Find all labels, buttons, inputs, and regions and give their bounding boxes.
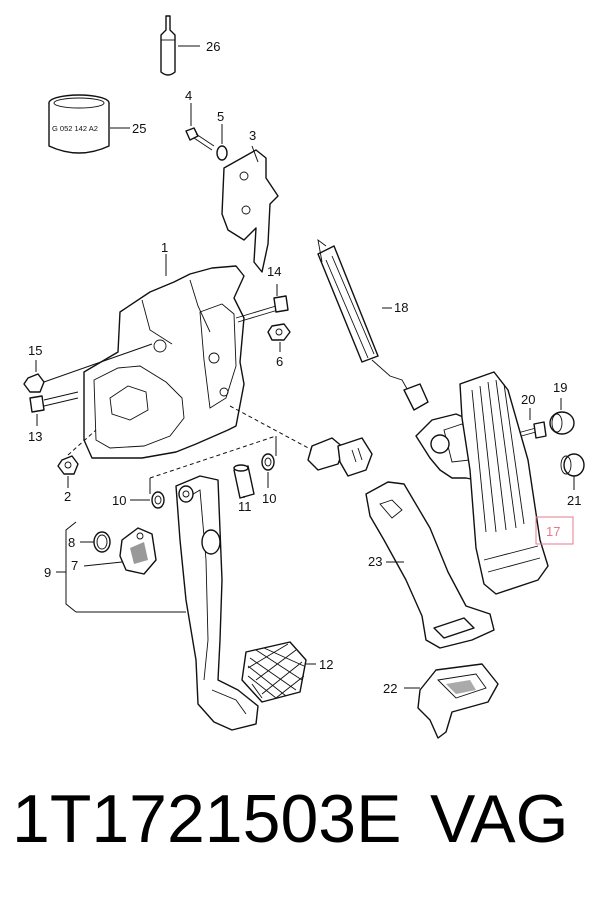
callout-22: 22 (383, 681, 397, 696)
callout-15: 15 (28, 343, 42, 358)
callout-20: 20 (521, 392, 535, 407)
part-2-nut (57, 455, 79, 488)
brake-pedal-arm (175, 475, 259, 731)
part-17-accelerator-pedal (415, 371, 549, 595)
part-19-cap (549, 398, 575, 435)
callout-18: 18 (394, 300, 408, 315)
part-5-washer (216, 124, 228, 161)
callout-25: 25 (132, 121, 146, 136)
part-15-nut (23, 343, 153, 393)
part-10-bushing-right (261, 453, 275, 488)
part-4-bolt (185, 103, 215, 151)
callout-2: 2 (64, 489, 71, 504)
callout-6: 6 (276, 354, 283, 369)
part-8-seal-ring (80, 531, 111, 553)
callout-5: 5 (217, 109, 224, 124)
callout-3: 3 (249, 128, 256, 143)
callout-8: 8 (68, 535, 75, 550)
part-18-sensor (317, 238, 429, 411)
callout-10-right: 10 (262, 491, 276, 506)
part-3-bracket (221, 145, 279, 273)
leader-lines (67, 405, 313, 494)
part-12-brake-pedal-pad (241, 641, 316, 703)
part-21-nut (560, 453, 585, 490)
callout-1: 1 (161, 240, 168, 255)
sealant-label: G 052 142 A2 (52, 124, 98, 133)
part-25-sealant-tube: G 052 142 A2 (48, 94, 130, 154)
part-6-nut (267, 323, 291, 352)
callout-13: 13 (28, 429, 42, 444)
callout-11: 11 (238, 499, 252, 514)
part-23-pedal-stop (365, 481, 495, 649)
part-13-bolt (29, 391, 79, 426)
part-7-clip (83, 527, 157, 575)
callout-19: 19 (553, 380, 567, 395)
callout-9: 9 (44, 565, 51, 580)
callout-23: 23 (368, 554, 382, 569)
part-11-spacer-tube (233, 464, 255, 499)
callout-4: 4 (185, 88, 192, 103)
part-10-bushing-left (130, 491, 165, 509)
part-26-sealant-bottle (160, 15, 200, 76)
part-14-bolt (235, 284, 289, 323)
part-9-bracket-line (56, 521, 186, 613)
part-number: 1T1721503E (12, 781, 402, 857)
callout-labels: 26 25 4 5 3 1 14 18 15 6 13 19 20 2 21 1… (28, 39, 581, 696)
brake-light-switch (307, 437, 373, 477)
callout-7: 7 (71, 558, 78, 573)
callout-12: 12 (319, 657, 333, 672)
callout-21: 21 (567, 493, 581, 508)
callout-17-highlight (535, 516, 574, 545)
callout-17: 17 (546, 524, 560, 539)
callout-14: 14 (267, 264, 281, 279)
manufacturer-name: VAG (430, 781, 569, 857)
part-22-floor-stop (404, 663, 499, 739)
callout-10-left: 10 (112, 493, 126, 508)
part-1-pedal-bracket (83, 254, 245, 459)
callout-26: 26 (206, 39, 220, 54)
